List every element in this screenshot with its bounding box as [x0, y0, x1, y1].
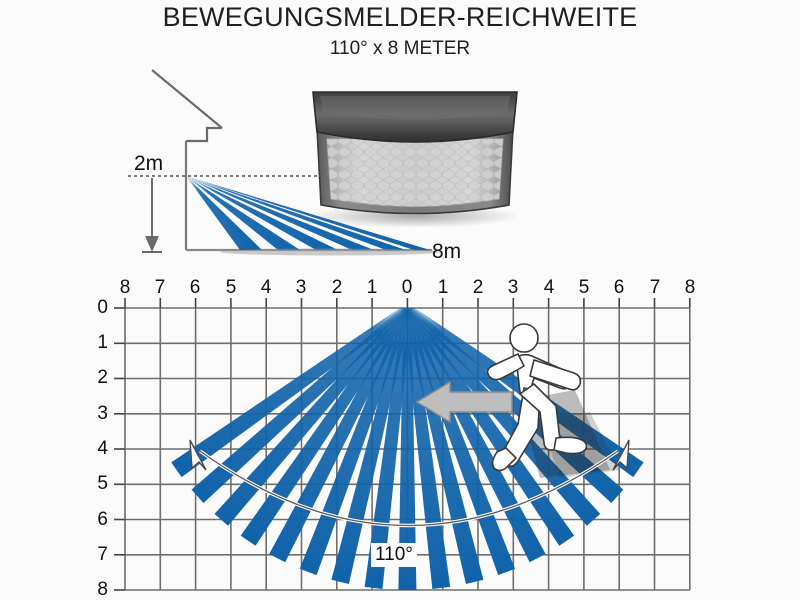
y-axis-label-0: 0: [97, 297, 108, 318]
x-axis-label-12: 4: [543, 277, 555, 298]
x-axis-ticks: [124, 298, 691, 308]
side-view-beams: [186, 176, 430, 250]
wall-bracket: [186, 126, 222, 143]
x-axis-label-1: 7: [154, 277, 166, 298]
x-axis-label-16: 8: [684, 277, 696, 298]
x-axis-label-7: 1: [366, 277, 378, 298]
x-axis-label-9: 1: [437, 277, 449, 298]
walking-person-icon: [486, 323, 588, 472]
height-arrowhead-icon: [145, 236, 159, 252]
x-axis-label-0: 8: [119, 277, 131, 298]
y-axis-label-8: 8: [97, 579, 108, 600]
y-axis-label-5: 5: [97, 473, 108, 494]
x-axis-label-14: 6: [613, 277, 625, 298]
x-axis-label-10: 2: [472, 277, 484, 298]
roof-line: [151, 69, 223, 129]
y-axis-label-1: 1: [97, 332, 108, 353]
angle-arc-indicator: [189, 439, 630, 528]
x-axis-label-5: 3: [295, 277, 307, 298]
page-title: BEWEGUNGSMELDER-REICHWEITE: [162, 2, 638, 32]
y-axis-ticks: [114, 307, 125, 591]
y-axis-label-6: 6: [97, 509, 108, 530]
page-subtitle: 110° x 8 METER: [329, 38, 471, 59]
motion-direction-arrow-left: [415, 380, 513, 424]
x-axis-label-4: 4: [260, 277, 272, 298]
x-axis-label-6: 2: [331, 277, 343, 298]
device-top-highlight: [320, 96, 510, 120]
arc-arrowhead-right-icon: [612, 439, 630, 471]
y-axis-label-2: 2: [97, 367, 108, 388]
y-axis-label-3: 3: [97, 403, 108, 424]
motion-detector-device: [310, 91, 520, 228]
x-axis-label-8: 0: [401, 277, 413, 298]
x-axis-label-15: 7: [649, 277, 661, 298]
range-label: 8m: [432, 240, 462, 263]
side-view-ground-shadow: [220, 248, 440, 256]
side-view-group: [128, 69, 440, 256]
x-axis-label-2: 6: [189, 277, 201, 298]
detection-angle-label: 110°: [371, 543, 417, 567]
y-axis-label-7: 7: [97, 544, 108, 565]
x-axis-label-13: 5: [578, 277, 590, 298]
x-axis-label-11: 3: [507, 277, 519, 298]
mounting-height-label: 2m: [134, 152, 164, 175]
y-axis-label-4: 4: [97, 438, 108, 459]
device-lens-honeycomb-pattern: [327, 139, 503, 207]
arc-arrowhead-left-icon: [189, 439, 207, 471]
x-axis-label-3: 5: [225, 277, 237, 298]
